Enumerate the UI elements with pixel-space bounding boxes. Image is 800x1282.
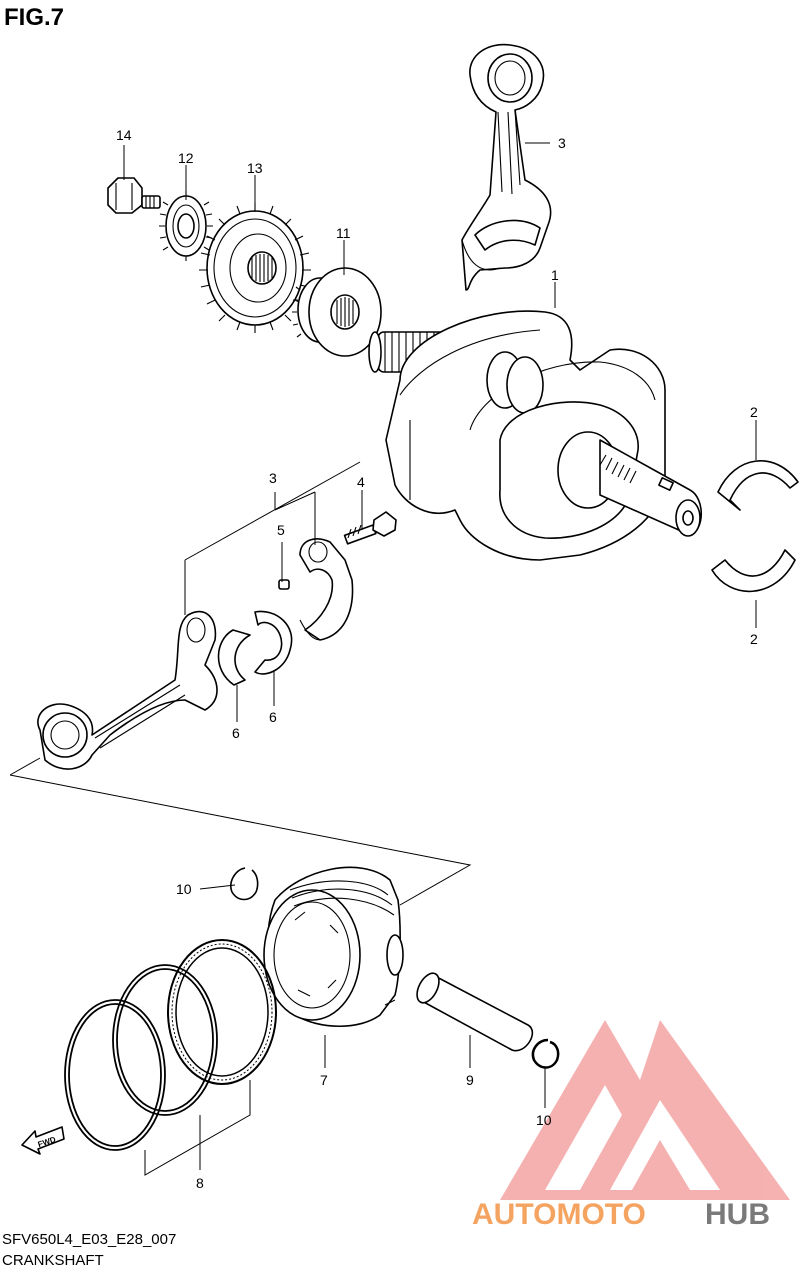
piston-ring-set-part	[64, 939, 277, 1151]
callout-6-b: 6	[269, 709, 277, 725]
watermark-text: AUTOMOTO HUB	[472, 1198, 770, 1231]
fwd-arrow-icon: FWD	[21, 1126, 65, 1155]
connecting-rod-upper-part	[461, 43, 552, 291]
small-gear-part	[159, 191, 213, 261]
circlip-top-part	[230, 867, 259, 901]
callout-2-lower: 2	[750, 631, 758, 647]
watermark-text-b: HUB	[705, 1198, 770, 1231]
callout-1: 1	[551, 267, 559, 283]
figure-title: FIG.7	[4, 4, 65, 31]
callout-2-upper: 2	[750, 404, 758, 420]
connecting-rod-lower-part	[37, 610, 218, 770]
gear-washer-part	[292, 267, 382, 357]
callout-8: 8	[196, 1175, 204, 1191]
callout-3-upper: 3	[558, 135, 566, 151]
rod-bearing-a-part	[217, 629, 251, 686]
crankshaft-part	[368, 310, 702, 561]
large-gear-part	[199, 203, 311, 333]
rod-bearing-b-part	[254, 610, 293, 675]
pin-part	[278, 579, 290, 590]
rod-bolt-part	[343, 511, 397, 545]
callout-10-bottom: 10	[536, 1112, 552, 1128]
watermark-text-a: AUTOMOTO	[472, 1198, 646, 1231]
callout-6-a: 6	[232, 725, 240, 741]
crank-bearing-lower-part	[711, 549, 796, 593]
callout-11: 11	[336, 225, 351, 241]
crank-bearing-upper-part	[717, 460, 799, 511]
callout-14: 14	[116, 127, 132, 143]
callout-3-lower: 3	[269, 470, 277, 486]
rod-cap-part	[299, 538, 354, 641]
callout-9: 9	[466, 1072, 474, 1088]
figure-code: SFV650L4_E03_E28_007	[2, 1231, 177, 1248]
circlip-bottom-part	[531, 1038, 560, 1069]
callout-7: 7	[320, 1072, 328, 1088]
callout-4: 4	[357, 474, 365, 490]
figure-name: CRANKSHAFT	[2, 1252, 104, 1269]
callout-10-top: 10	[176, 881, 192, 897]
leader-lines	[9, 142, 757, 1176]
callout-12: 12	[178, 150, 194, 166]
callout-5: 5	[277, 522, 285, 538]
callout-labels: 14 12 13 11 3 1 2 2 3 5 4 6 6 10 7 9 10 …	[116, 127, 758, 1191]
callout-13: 13	[247, 160, 263, 176]
piston-pin-part	[416, 972, 534, 1052]
bolt-part	[107, 177, 161, 214]
watermark-logo	[500, 1020, 790, 1200]
piston-part	[263, 866, 404, 1028]
